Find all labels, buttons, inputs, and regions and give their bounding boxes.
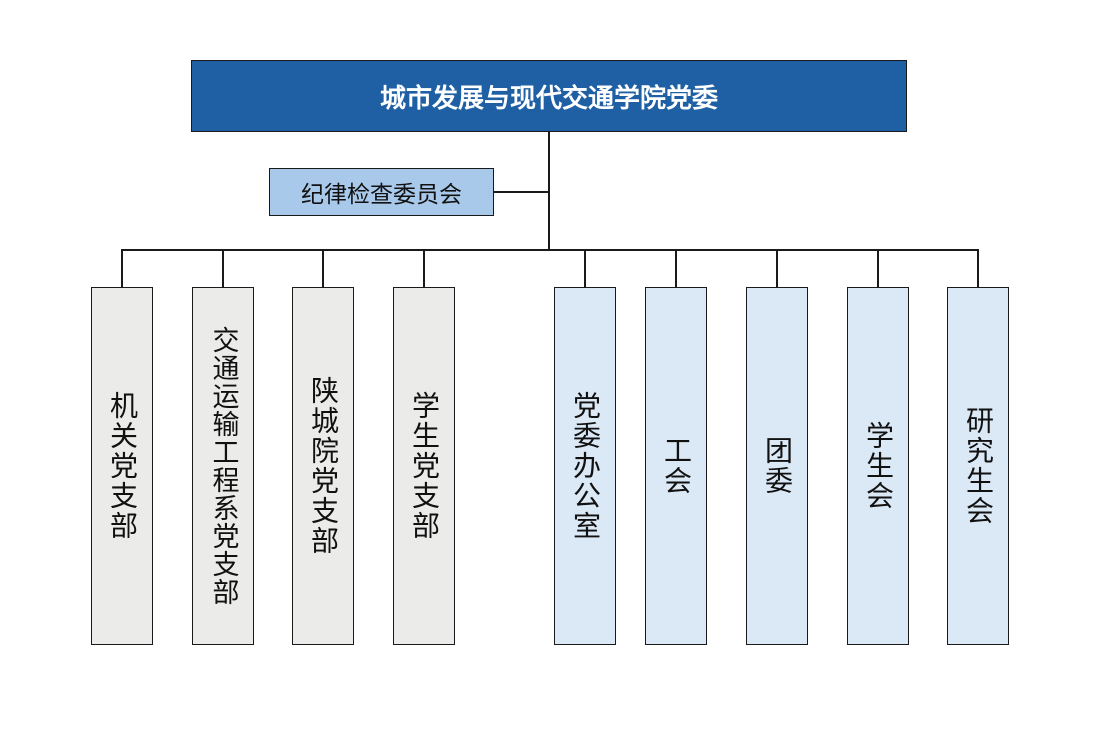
unit-drop-line (776, 250, 778, 287)
discipline-committee-node: 纪律检查委员会 (269, 168, 494, 216)
unit-drop-line (222, 250, 224, 287)
side-link-line (494, 191, 549, 193)
unit-node-jiguan-branch: 机关党支部 (91, 287, 153, 645)
unit-node-student-branch: 学生党支部 (393, 287, 455, 645)
unit-node-shancheng-branch: 陕城院党支部 (292, 287, 354, 645)
unit-drop-line (675, 250, 677, 287)
unit-node-youth-league: 团委 (746, 287, 808, 645)
unit-drop-line (584, 250, 586, 287)
root-trunk-line (548, 132, 550, 250)
root-node-label: 城市发展与现代交通学院党委 (379, 83, 718, 114)
unit-node-label: 团委 (761, 436, 794, 496)
unit-node-label: 学生会 (862, 421, 895, 511)
unit-node-label: 机关党支部 (106, 391, 139, 541)
unit-node-label: 学生党支部 (408, 391, 441, 541)
unit-node-union: 工会 (645, 287, 707, 645)
unit-drop-line (877, 250, 879, 287)
unit-node-party-office: 党委办公室 (554, 287, 616, 645)
unit-node-transport-branch: 交通运输工程系党支部 (192, 287, 254, 645)
unit-node-label: 交通运输工程系党支部 (207, 326, 239, 606)
unit-node-graduate-union: 研究生会 (947, 287, 1009, 645)
unit-drop-line (322, 250, 324, 287)
unit-node-label: 陕城院党支部 (307, 376, 340, 556)
root-node: 城市发展与现代交通学院党委 (191, 60, 907, 132)
unit-drop-line (977, 250, 979, 287)
unit-node-student-union: 学生会 (847, 287, 909, 645)
unit-node-label: 党委办公室 (569, 391, 602, 541)
unit-node-label: 研究生会 (962, 406, 995, 526)
unit-drop-line (423, 250, 425, 287)
unit-drop-line (121, 250, 123, 287)
unit-node-label: 工会 (660, 436, 693, 496)
branch-bus-line (121, 249, 979, 251)
discipline-committee-label: 纪律检查委员会 (301, 182, 462, 208)
